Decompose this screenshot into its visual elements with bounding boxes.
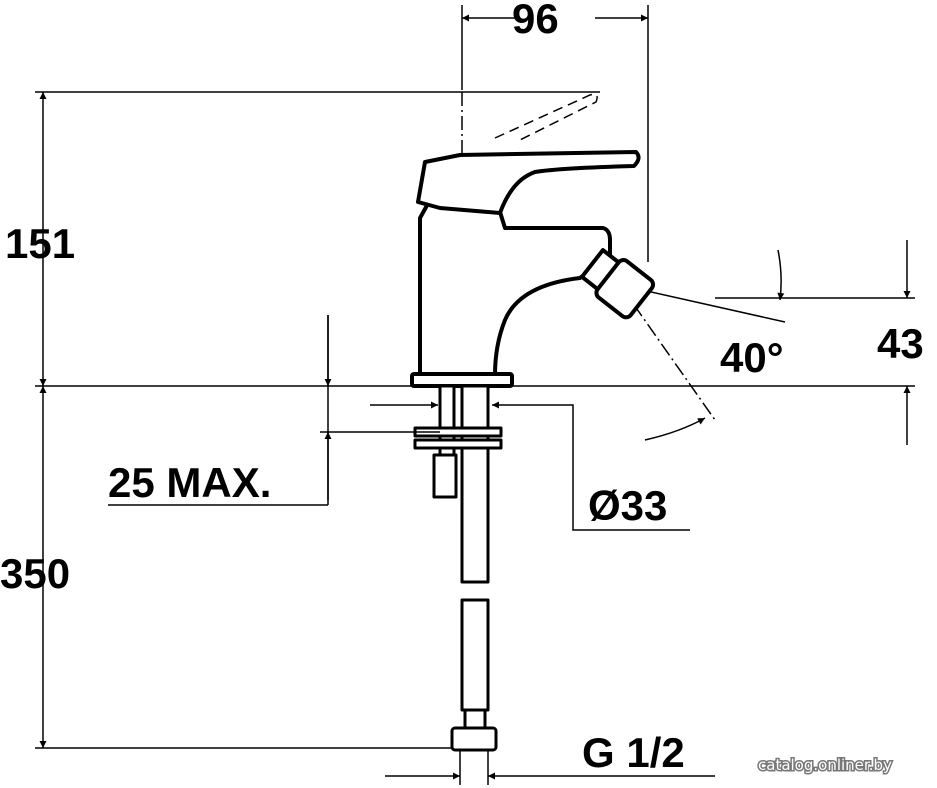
faucet-body <box>410 150 656 752</box>
dim-label-25max: 25 MAX. <box>108 459 271 506</box>
angle-arrow-bottom <box>644 417 706 441</box>
watermark: catalog.onliner.by <box>758 756 892 774</box>
dim-label-96: 96 <box>512 0 559 42</box>
dim-label-43: 43 <box>877 320 924 367</box>
dim-label-151: 151 <box>5 220 75 267</box>
dim-label-g12: G 1/2 <box>582 729 685 776</box>
dim-label-350: 350 <box>0 550 70 597</box>
dim-label-40deg: 40° <box>720 334 784 381</box>
lever-alt-position <box>494 93 598 141</box>
dim-label-d33: Ø33 <box>588 482 667 529</box>
angle-arrow-top <box>777 249 785 301</box>
